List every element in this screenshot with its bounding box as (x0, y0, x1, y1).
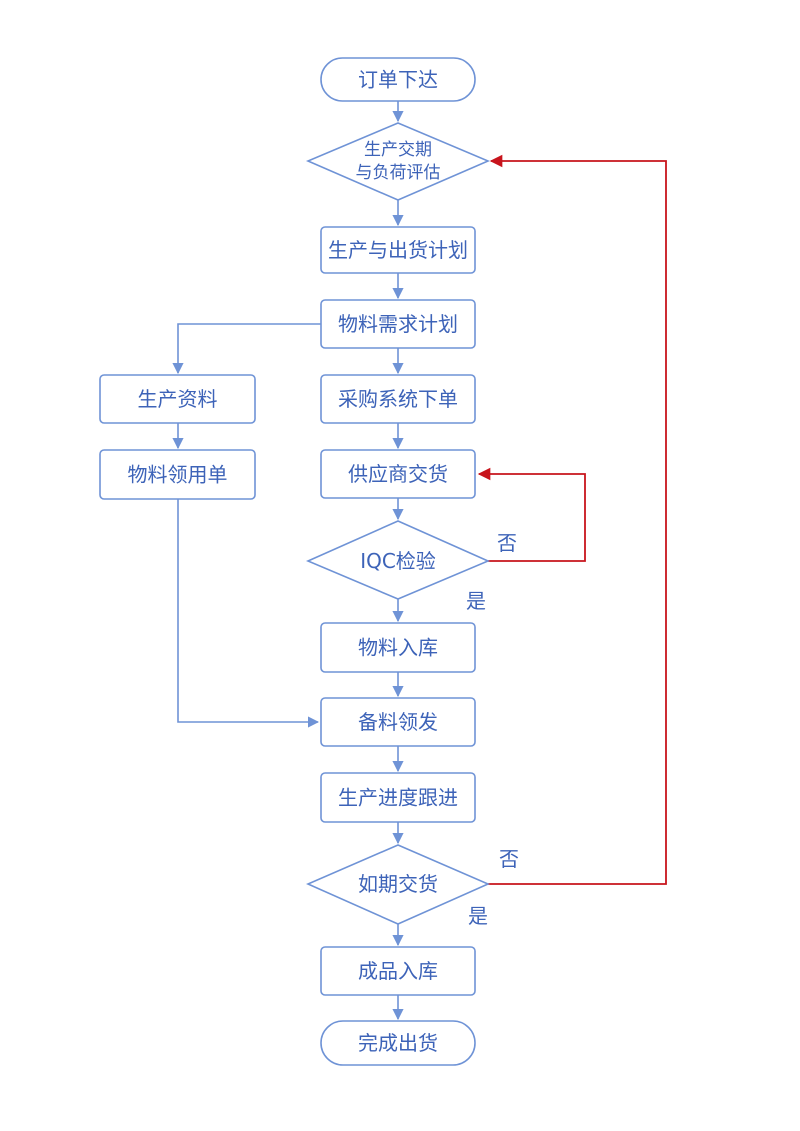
node-production-tracking-label: 生产进度跟进 (338, 786, 458, 810)
node-shipment-complete[interactable]: 完成出货 (320, 1020, 476, 1066)
node-shipment-complete-label: 完成出货 (358, 1031, 438, 1055)
feedback-edges (477, 154, 667, 885)
edge-requisition-to-prep-issue (177, 499, 320, 728)
node-material-requirement-plan-label: 物料需求计划 (338, 312, 458, 336)
edge-label-delivery-no: 否 (499, 847, 519, 871)
node-material-requisition-label: 物料领用单 (128, 463, 228, 487)
edge-late-delivery-to-evaluate (488, 154, 667, 885)
node-material-requisition[interactable]: 物料领用单 (99, 449, 256, 500)
node-material-requirement-plan[interactable]: 物料需求计划 (320, 299, 476, 349)
node-evaluate-label-line2: 与负荷评估 (356, 163, 441, 183)
edge-iqc-reject-to-supplier (477, 467, 586, 562)
node-purchase-order-label: 采购系统下单 (338, 387, 458, 411)
node-production-tracking[interactable]: 生产进度跟进 (320, 772, 476, 823)
node-order-issued[interactable]: 订单下达 (320, 57, 476, 102)
node-material-prep-issue-label: 备料领发 (358, 710, 438, 734)
node-evaluate-decision[interactable]: 生产交期 与负荷评估 (305, 122, 491, 201)
node-production-shipping-plan[interactable]: 生产与出货计划 (320, 226, 476, 274)
edge-label-iqc-yes: 是 (466, 589, 486, 613)
node-supplier-delivery[interactable]: 供应商交货 (320, 449, 476, 499)
edge-mrp-to-production-data (172, 323, 321, 375)
node-evaluate-label-line1: 生产交期 (364, 140, 432, 160)
node-order-issued-label: 订单下达 (358, 68, 438, 92)
node-material-warehousing[interactable]: 物料入库 (320, 622, 476, 673)
node-production-data-label: 生产资料 (138, 387, 218, 411)
node-purchase-order[interactable]: 采购系统下单 (320, 374, 476, 424)
node-material-prep-issue[interactable]: 备料领发 (320, 697, 476, 747)
node-delivery-decision[interactable]: 如期交货 (306, 844, 490, 925)
node-delivery-label: 如期交货 (358, 872, 438, 896)
node-finished-goods-warehousing[interactable]: 成品入库 (320, 946, 476, 996)
node-material-warehousing-label: 物料入库 (358, 636, 438, 660)
edge-label-delivery-yes: 是 (468, 904, 488, 928)
node-supplier-delivery-label: 供应商交货 (348, 462, 448, 486)
node-iqc-label: IQC检验 (360, 549, 436, 573)
edges (172, 101, 404, 1021)
node-production-shipping-plan-label: 生产与出货计划 (328, 238, 468, 262)
edge-label-iqc-no: 否 (497, 531, 517, 555)
node-finished-goods-warehousing-label: 成品入库 (358, 959, 438, 983)
node-iqc-decision[interactable]: IQC检验 (305, 520, 491, 600)
node-production-data[interactable]: 生产资料 (99, 374, 256, 424)
